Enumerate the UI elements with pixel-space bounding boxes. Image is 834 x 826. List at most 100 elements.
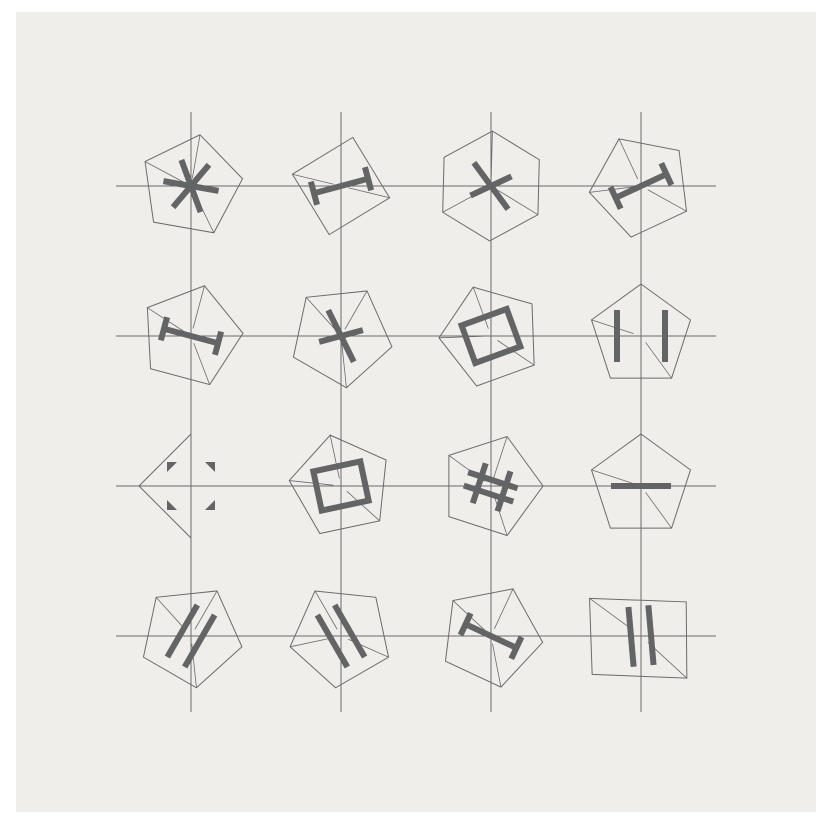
mark-bar <box>314 613 350 669</box>
mark-serif <box>658 162 675 187</box>
cell-facet-line <box>341 343 347 388</box>
mark-bar <box>625 606 637 668</box>
artwork-cell <box>289 590 390 689</box>
cell-facet-line <box>305 297 337 331</box>
artwork-cell <box>292 290 393 389</box>
cell-facet-line <box>645 342 672 379</box>
cell-facet-line <box>344 290 368 330</box>
cell-outline <box>146 285 244 386</box>
artwork-cell <box>138 432 215 540</box>
mark-corner <box>167 500 177 510</box>
cell-outline <box>289 590 390 689</box>
cell-facet-line <box>346 490 380 522</box>
cell-outline <box>448 435 544 537</box>
artwork-cell <box>142 590 243 689</box>
grid-lines <box>116 112 716 712</box>
cell-outline <box>144 134 244 234</box>
mark-serif <box>307 180 320 206</box>
cell-facet-line <box>493 588 514 630</box>
cell-facet-line <box>490 131 493 178</box>
mark-serif <box>362 166 375 192</box>
mark-bar <box>163 325 219 347</box>
artwork-background <box>16 12 816 812</box>
mark-bar <box>462 482 515 505</box>
mark-bar <box>182 613 218 669</box>
mark-serif <box>157 316 170 342</box>
mark-bar <box>318 327 364 345</box>
cell-outline <box>438 286 535 387</box>
mark-bar <box>332 603 368 659</box>
cell-facet-line <box>439 335 484 339</box>
cell-outline <box>590 433 692 529</box>
artwork-cell <box>444 588 544 688</box>
cell-facet-line <box>191 134 201 179</box>
cell-facet-line <box>144 161 185 183</box>
cell-facet-line <box>493 493 508 536</box>
cell-facet-line <box>314 590 338 630</box>
artwork-cell <box>442 130 540 242</box>
mark-bar <box>170 162 212 210</box>
cell-outline <box>590 283 692 379</box>
cell-outline <box>292 290 393 389</box>
cell-facet-line <box>193 343 211 385</box>
cell-facet-line <box>647 189 687 212</box>
artwork-cell <box>291 136 391 236</box>
artwork-cell <box>438 286 535 387</box>
mark-bar <box>464 621 518 651</box>
cell-facet-line <box>493 436 508 479</box>
mark-bar <box>467 469 519 492</box>
cell-facet-line <box>329 435 340 479</box>
cell-facet-line <box>472 286 489 329</box>
mark-square <box>457 305 525 367</box>
cell-facet-line <box>290 637 334 648</box>
cell-facet-line <box>591 469 634 484</box>
mark-bar <box>164 603 200 659</box>
cell-facet-line <box>497 189 539 216</box>
cell-facet-line <box>492 643 502 688</box>
cell-outline <box>288 434 387 535</box>
cell-outline <box>142 590 243 689</box>
geometric-grid-artwork <box>16 12 816 812</box>
mark-corner <box>205 500 215 510</box>
mark-bar <box>313 175 369 197</box>
cell-facet-line <box>591 319 634 334</box>
cell-outline <box>442 130 540 242</box>
cell-facet-line <box>497 340 535 366</box>
mark-serif <box>508 635 525 660</box>
cell-facet-line <box>155 597 187 631</box>
artwork-cell <box>588 138 688 238</box>
mark-bar <box>469 462 489 505</box>
artwork-canvas <box>16 12 816 812</box>
mark-serif <box>212 330 225 356</box>
artwork-cell <box>146 285 244 386</box>
cell-outline <box>291 136 391 236</box>
artwork-cell <box>288 434 387 535</box>
cell-facet-line <box>618 138 639 180</box>
mark-square <box>309 457 373 515</box>
cell-facet-line <box>194 590 218 630</box>
mark-corner <box>205 462 215 472</box>
cell-facet-line <box>348 187 390 199</box>
cell-outline <box>444 588 544 688</box>
artwork-cell <box>144 134 244 234</box>
mark-corner <box>167 462 177 472</box>
cell-facet-line <box>589 598 634 631</box>
mark-bar <box>645 604 657 666</box>
mark-bar <box>614 171 668 201</box>
cell-facet-line <box>292 173 334 185</box>
cell-group <box>138 130 692 689</box>
cell-facet-line <box>289 480 334 486</box>
mark-serif <box>607 185 624 210</box>
mark-bar <box>469 173 513 199</box>
cell-facet-line <box>645 492 672 529</box>
artwork-cell <box>590 433 692 529</box>
mark-serif <box>457 612 474 637</box>
cell-outline <box>589 597 688 679</box>
cell-outline <box>588 138 688 238</box>
artwork-cell <box>590 283 692 379</box>
mark-bar <box>494 470 514 513</box>
cell-facet-line <box>192 285 205 329</box>
artwork-cell <box>448 435 544 537</box>
cell-outline <box>138 432 192 540</box>
artwork-cell <box>589 597 688 679</box>
